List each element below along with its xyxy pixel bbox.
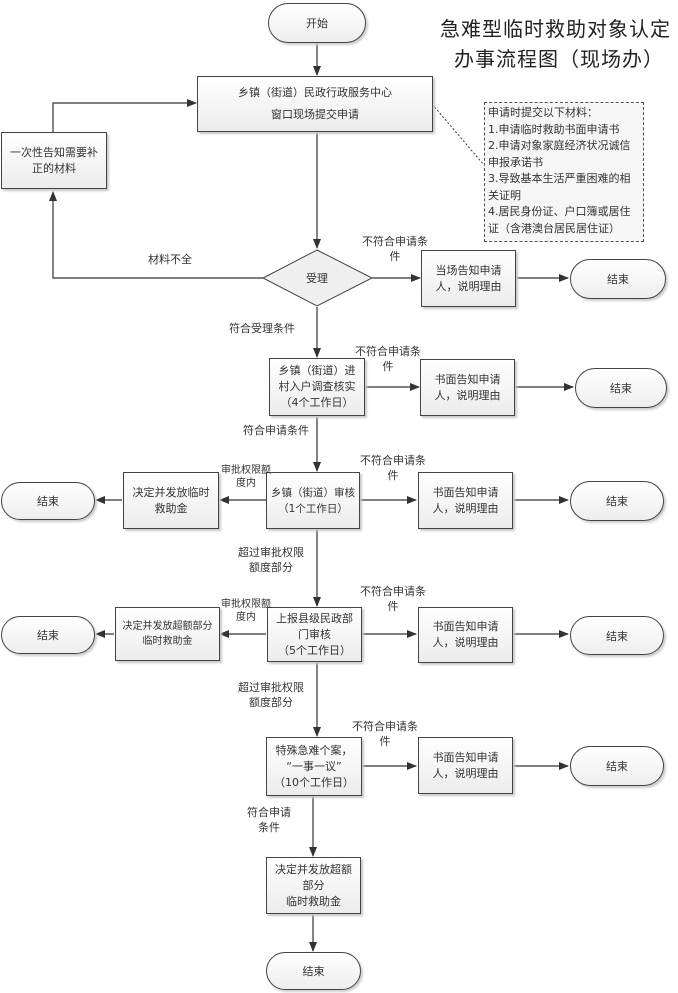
written-notify-label: 书面告知申请人，说明理由 [432, 750, 499, 780]
end-terminal: 结束 [570, 616, 664, 655]
end-label: 结束 [607, 273, 629, 286]
county-review-line-2: 门审核 [298, 627, 331, 641]
written-notify-box: 书面告知申请人，说明理由 [418, 607, 513, 663]
end-label: 结束 [606, 495, 628, 508]
edge-label-not-eligible: 不符合申请条件 [355, 345, 421, 373]
start-label: 开始 [306, 17, 328, 30]
end-label: 结束 [37, 629, 59, 642]
start-terminal: 开始 [268, 3, 366, 43]
end-label: 结束 [302, 965, 325, 978]
apply-center-line-2: 窗口现场提交申请 [271, 108, 359, 121]
written-notify-label: 书面告知申请人，说明理由 [432, 620, 499, 649]
decide-grant-label: 决定并发放临时救助金 [132, 485, 210, 515]
note-heading: 申请时提交以下材料： [488, 106, 598, 119]
final-decide-box: 决定并发放超额 部分 临时救助金 [266, 857, 361, 914]
title-line-1: 急难型临时救助对象认定 [440, 17, 671, 41]
written-notify-box: 书面告知申请人，说明理由 [418, 737, 513, 794]
note-item: 3.导致基本生活严重困难的相关证明 [488, 172, 631, 202]
end-terminal: 结束 [570, 746, 664, 786]
note-leader [431, 103, 485, 166]
note-item: 1.申请临时救助书面申请书 [488, 122, 620, 136]
special-case-box: 特殊急难个案， “一事一议” （10个工作日） [266, 737, 362, 796]
decide-excess-line-2: 临时救助金 [142, 636, 193, 647]
note-item: 4.居民身份证、户口簿或居住证（含港澳台居民居住证） [488, 205, 631, 235]
onsite-notify-label: 当场告知申请人，说明理由 [435, 263, 502, 293]
end-terminal: 结束 [575, 368, 667, 408]
investigate-box: 乡镇（街道）进 村入户调查核实 （4个工作日） [269, 358, 365, 416]
investigate-line-3: （4个工作日） [280, 396, 354, 409]
edge-label-exceeds-limit: 超过审批权限额度部分 [238, 681, 304, 709]
final-decide-line-3: 临时救助金 [286, 894, 341, 908]
edge-label-not-eligible: 不符合申请条件 [352, 720, 418, 748]
decide-excess-line-1: 决定并发放超额部分 [122, 621, 213, 632]
end-label: 结束 [37, 495, 59, 508]
county-review-line-3: （5个工作日） [278, 643, 351, 657]
written-notify-box: 书面告知申请人，说明理由 [418, 472, 513, 529]
accept-label: 受理 [306, 272, 328, 285]
apply-center-line-1: 乡镇（街道）民政行政服务中心 [238, 86, 392, 99]
county-review-line-1: 上报县级民政部 [276, 611, 353, 625]
edge-label-meets-acceptance: 符合受理条件 [229, 322, 295, 335]
investigate-line-2: 村入户调查核实 [278, 380, 356, 393]
notify-supplement-box: 一次性告知需要补正的材料 [1, 132, 107, 189]
edge-label-within-limit: 审批权限额度内 [221, 465, 271, 489]
notify-supplement-label: 一次性告知需要补正的材料 [10, 145, 98, 175]
decide-grant-box: 决定并发放临时救助金 [123, 472, 219, 529]
edge-label-incomplete: 材料不全 [148, 253, 192, 266]
township-review-box: 乡镇（街道）审核 （1个工作日） [266, 472, 360, 529]
materials-note: 申请时提交以下材料： 1.申请临时救助书面申请书 2.申请对象家庭经济状况诚信申… [484, 102, 644, 242]
end-label: 结束 [610, 382, 632, 395]
diagram-title: 急难型临时救助对象认定 办事流程图（现场办） [440, 14, 676, 74]
edge-accept-to-supplement [49, 191, 263, 279]
end-terminal: 结束 [266, 952, 361, 990]
end-terminal: 结束 [1, 616, 95, 654]
decide-excess-box: 决定并发放超额部分 临时救助金 [115, 607, 220, 661]
end-terminal: 结束 [570, 481, 664, 521]
township-review-line-1: 乡镇（街道）审核 [271, 486, 355, 499]
county-review-box: 上报县级民政部 门审核 （5个工作日） [267, 607, 362, 662]
special-case-line-1: 特殊急难个案， [275, 743, 353, 757]
special-case-line-2: “一事一议” [286, 759, 342, 773]
written-notify-label: 书面告知申请人，说明理由 [434, 372, 501, 402]
investigate-line-1: 乡镇（街道）进 [278, 364, 356, 377]
final-decide-line-2: 部分 [302, 878, 325, 892]
end-terminal: 结束 [570, 259, 666, 299]
written-notify-label: 书面告知申请人，说明理由 [432, 485, 499, 515]
end-label: 结束 [606, 629, 628, 643]
accept-diamond [261, 249, 374, 307]
final-decide-line-1: 决定并发放超额 [275, 862, 352, 876]
edge-label-not-eligible: 不符合申请条件 [360, 454, 426, 482]
edge-label-not-eligible: 不符合申请条件 [360, 585, 426, 613]
edge-label-not-eligible: 不符合申请条件 [362, 235, 428, 263]
edge-label-within-limit: 审批权限额度内 [221, 599, 271, 623]
written-notify-box: 书面告知申请人，说明理由 [420, 359, 515, 416]
edge-supplement-to-apply [52, 99, 197, 132]
edge-label-meets-application: 符合申请条件 [243, 424, 309, 437]
special-case-line-3: （10个工作日） [274, 775, 354, 789]
end-terminal: 结束 [1, 482, 95, 520]
title-line-2: 办事流程图（现场办） [454, 47, 664, 71]
edge-label-exceeds-limit: 超过审批权限额度部分 [238, 546, 304, 574]
township-review-line-2: （1个工作日） [278, 502, 348, 515]
end-label: 结束 [606, 760, 628, 773]
edge-label-meets-application: 符合申请条件 [247, 806, 291, 834]
onsite-notify-box: 当场告知申请人，说明理由 [421, 250, 516, 307]
apply-center-box: 乡镇（街道）民政行政服务中心 窗口现场提交申请 [197, 76, 433, 132]
note-item: 2.申请对象家庭经济状况诚信申报承诺书 [488, 139, 631, 169]
